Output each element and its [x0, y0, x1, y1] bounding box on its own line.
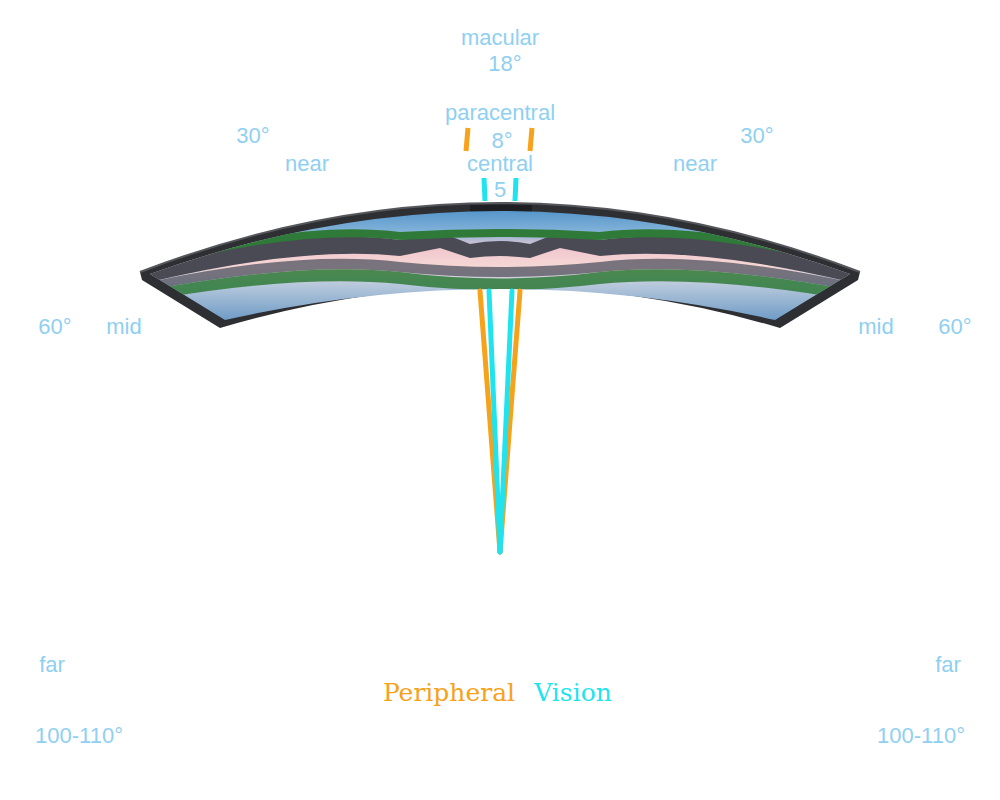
angle-value: 30°: [740, 125, 773, 147]
zone-name: near: [673, 153, 717, 175]
angle-value: 60°: [938, 316, 971, 338]
angle-value: 100-110°: [35, 725, 123, 747]
zone-name: macular: [461, 27, 539, 49]
angle-value: 100-110°: [877, 725, 965, 747]
angle-value: 60°: [38, 316, 71, 338]
title-word: Peripheral: [383, 680, 515, 705]
screen-image: [140, 140, 860, 340]
zone-name: near: [285, 153, 329, 175]
zone-name: mid: [106, 316, 141, 338]
zone-name: mid: [858, 316, 893, 338]
angle-value: 30°: [236, 125, 269, 147]
angle-value: 18°: [488, 53, 521, 75]
zone-name: far: [935, 654, 961, 676]
zone-name: far: [39, 654, 65, 676]
title-word: Vision: [534, 680, 612, 705]
zone-name: central: [467, 153, 533, 175]
sight-lines: [480, 291, 520, 552]
angle-value: 8°: [491, 130, 512, 152]
angle-value: 5: [494, 179, 506, 201]
zone-name: paracentral: [445, 102, 555, 124]
